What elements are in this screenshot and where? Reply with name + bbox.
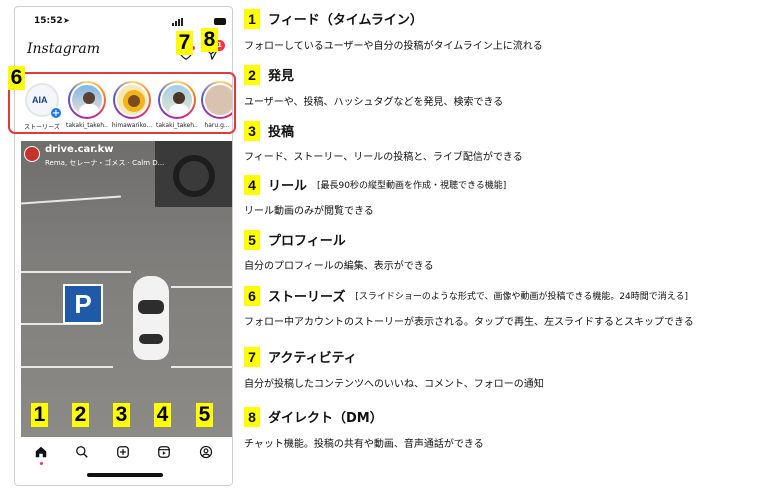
marker-tab-4: 4 (154, 403, 171, 427)
signal-icon (172, 18, 184, 26)
legend-number: 3 (244, 120, 260, 141)
legend-title: ダイレクト（DM） (268, 411, 383, 426)
legend-item-8: 8 ダイレクト（DM） (244, 406, 383, 428)
legend-number: 5 (244, 229, 260, 250)
story-label: takaki_takeh... (156, 122, 198, 129)
legend-number: 4 (244, 174, 260, 195)
marker-activity: 7 (176, 31, 193, 55)
legend-item-4: 4 リール [最長90秒の縦型動画を作成・視聴できる機能] (244, 174, 506, 196)
story-label: ストーリーズ (24, 124, 60, 131)
legend-title: 投稿 (268, 125, 295, 140)
legend-title: アクティビティ (268, 351, 357, 366)
status-bar: 15:52 ➤ (15, 7, 232, 35)
legend-title: プロフィール (268, 234, 346, 249)
legend-desc: フォロー中アカウントのストーリーが表示される。タップで再生、左スライドするとスキ… (244, 317, 694, 328)
story-own-thumb-text: AIA (32, 95, 48, 105)
feed-post-video[interactable]: P (21, 141, 232, 437)
marker-tab-3: 3 (113, 403, 130, 427)
legend-desc: フィード、ストーリー、リールの投稿と、ライブ配信ができる (244, 152, 523, 163)
activity-dot (191, 46, 195, 50)
story-label: himawariko... (111, 122, 153, 129)
marker-tab-1: 1 (31, 403, 48, 427)
dm-badge: 1 (214, 40, 225, 51)
legend-item-2: 2 発見 (244, 64, 294, 86)
legend-title: フィード（タイムライン） (268, 13, 423, 28)
dashboard-photo (155, 141, 232, 207)
home-icon[interactable] (34, 445, 48, 459)
story-own[interactable]: AIA + ストーリーズ (21, 81, 63, 131)
car-image (133, 276, 169, 360)
legend-item-1: 1 フィード（タイムライン） (244, 8, 423, 30)
home-active-dot (40, 462, 43, 465)
create-icon[interactable] (116, 445, 130, 459)
legend-title: 発見 (268, 69, 295, 84)
legend-note: [最長90秒の縦型動画を作成・視聴できる機能] (317, 181, 507, 191)
legend-number: 8 (244, 406, 260, 427)
status-time: 15:52 (34, 16, 63, 26)
post-avatar[interactable] (24, 146, 40, 162)
stories-highlight-box (8, 72, 236, 134)
legend-title: ストーリーズ (268, 290, 346, 305)
story-item[interactable]: takaki_takeh... (156, 81, 198, 129)
story-item[interactable]: himawariko... (111, 81, 153, 129)
parking-sign: P (63, 284, 103, 324)
post-username[interactable]: drive.car.kw (45, 144, 114, 155)
reels-icon[interactable] (157, 445, 171, 459)
post-music[interactable]: Rema, セレーナ・ゴメス · Calm D... (45, 159, 165, 167)
tab-bar (15, 437, 232, 485)
legend-number: 7 (244, 346, 260, 367)
story-item[interactable]: takaki_takeh... (66, 81, 108, 129)
legend-number: 6 (244, 285, 260, 306)
home-indicator (87, 473, 163, 477)
add-story-icon[interactable]: + (50, 107, 62, 119)
legend-title: リール (268, 179, 308, 194)
phone-screen: 15:52 ➤ Instagram 1 AIA + ストーリーズ (14, 6, 233, 486)
marker-dm: 8 (201, 28, 218, 52)
legend-desc: 自分のプロフィールの編集、表示ができる (244, 261, 434, 272)
marker-tab-5: 5 (196, 403, 213, 427)
legend-note: [スライドショーのような形式で、画像や動画が投稿できる機能。24時間で消える] (355, 292, 689, 302)
story-label: haru.g... (204, 122, 230, 129)
legend-number: 1 (244, 8, 260, 29)
legend-desc: フォローしているユーザーや自分の投稿がタイムライン上に流れる (244, 41, 543, 52)
post-header: drive.car.kw Rema, セレーナ・ゴメス · Calm D... (21, 144, 232, 174)
app-logo: Instagram (27, 41, 100, 57)
profile-icon[interactable] (199, 445, 213, 459)
marker-stories: 6 (8, 66, 25, 90)
marker-tab-2: 2 (72, 403, 89, 427)
battery-icon (214, 18, 226, 25)
legend-desc: 自分が投稿したコンテンツへのいいね、コメント、フォローの通知 (244, 379, 544, 390)
stories-tray: AIA + ストーリーズ takaki_takeh... himawariko.… (15, 81, 232, 137)
story-label: takaki_takeh... (66, 122, 108, 129)
location-arrow-icon: ➤ (63, 16, 70, 25)
legend-number: 2 (244, 64, 260, 85)
legend-item-7: 7 アクティビティ (244, 346, 357, 368)
search-icon[interactable] (75, 445, 89, 459)
story-item[interactable]: haru.g... (201, 81, 232, 129)
legend-desc: チャット機能。投稿の共有や動画、音声通話ができる (244, 439, 484, 450)
legend-item-5: 5 プロフィール (244, 229, 346, 251)
legend-desc: リール動画のみが閲覧できる (244, 206, 374, 217)
legend-item-3: 3 投稿 (244, 120, 294, 142)
legend-item-6: 6 ストーリーズ [スライドショーのような形式で、画像や動画が投稿できる機能。24時… (244, 285, 688, 307)
legend-desc: ユーザーや、投稿、ハッシュタグなどを発見、検索できる (244, 97, 504, 108)
